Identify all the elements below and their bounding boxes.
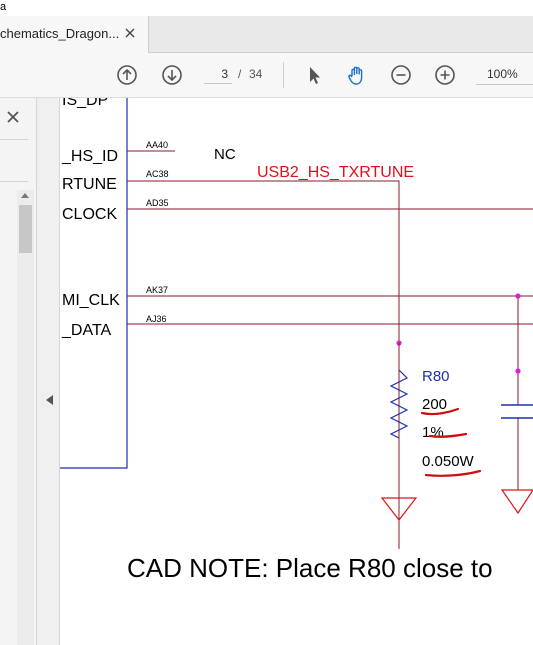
pin-pad: AK37 [146, 285, 168, 295]
capacitor-symbol [501, 404, 533, 419]
page-total: 34 [249, 67, 263, 81]
plus-circle-icon[interactable] [434, 64, 456, 86]
ground-symbol [380, 497, 418, 521]
no-connect-label: NC [214, 146, 236, 163]
zoom-level-field[interactable]: 100% [476, 64, 533, 85]
pin-name: _DATA [61, 322, 112, 339]
page-number-input[interactable] [204, 64, 232, 84]
net-label: USB2_HS_TXRTUNE [257, 164, 414, 181]
document-tab-label: chematics_Dragon... [0, 26, 120, 41]
junction-dot [396, 340, 402, 346]
annotation-underline [420, 407, 460, 416]
arrow-down-circle-icon[interactable] [161, 64, 183, 86]
annotation-underline [424, 469, 482, 477]
navigation-panel [0, 98, 36, 645]
pin-name: RTUNE [62, 176, 117, 193]
scroll-up-arrow-icon[interactable] [21, 193, 29, 198]
chevron-left-icon[interactable] [46, 395, 54, 405]
junction-dot [515, 368, 521, 374]
junction-dot [515, 293, 521, 299]
window-title-bar: a [0, 0, 533, 16]
window-title: a [0, 1, 7, 13]
minus-circle-icon[interactable] [390, 64, 412, 86]
pin-pad: AC38 [146, 169, 169, 179]
resistor-power: 0.050W [422, 453, 475, 470]
scrollbar-thumb[interactable] [19, 205, 32, 253]
pin-name: _HS_ID [61, 148, 118, 165]
pin-pad: AA40 [146, 140, 168, 150]
panel-scrollbar[interactable] [17, 190, 34, 645]
cursor-arrow-icon[interactable] [303, 64, 325, 86]
resistor-tolerance: 1% [422, 424, 444, 441]
schematic-page: IS_DP _HS_ID RTUNE CLOCK MI_CLK _DATA AA… [60, 98, 533, 583]
panel-divider [0, 181, 28, 182]
panel-divider [0, 139, 28, 140]
toolbar: / 34 100% [0, 53, 533, 98]
resistor-ref: R80 [422, 368, 450, 385]
ground-symbol [500, 489, 533, 515]
document-view[interactable]: IS_DP _HS_ID RTUNE CLOCK MI_CLK _DATA AA… [60, 98, 533, 645]
tab-bar: chematics_Dragon... [0, 16, 533, 53]
pin-pad: AD35 [146, 198, 169, 208]
close-icon[interactable] [122, 25, 138, 41]
close-icon[interactable] [4, 108, 22, 126]
cad-note: CAD NOTE: Place R80 close to [127, 553, 493, 583]
chip-body-outline [60, 98, 128, 469]
toolbar-divider [283, 62, 284, 88]
net-wire-txrtune [127, 180, 400, 549]
pin-name: CLOCK [62, 206, 117, 223]
pin-name: IS_DP [62, 98, 108, 109]
panel-splitter[interactable] [36, 98, 60, 645]
annotation-underline [428, 432, 468, 438]
hand-icon[interactable] [346, 64, 368, 86]
page-separator: / [238, 67, 242, 81]
document-tab[interactable]: chematics_Dragon... [0, 16, 149, 53]
resistor-value: 200 [422, 396, 447, 413]
pin-pad: AJ36 [146, 314, 167, 324]
resistor-r80-symbol [389, 369, 409, 439]
pin-name: MI_CLK [62, 292, 120, 309]
arrow-up-circle-icon[interactable] [116, 64, 138, 86]
